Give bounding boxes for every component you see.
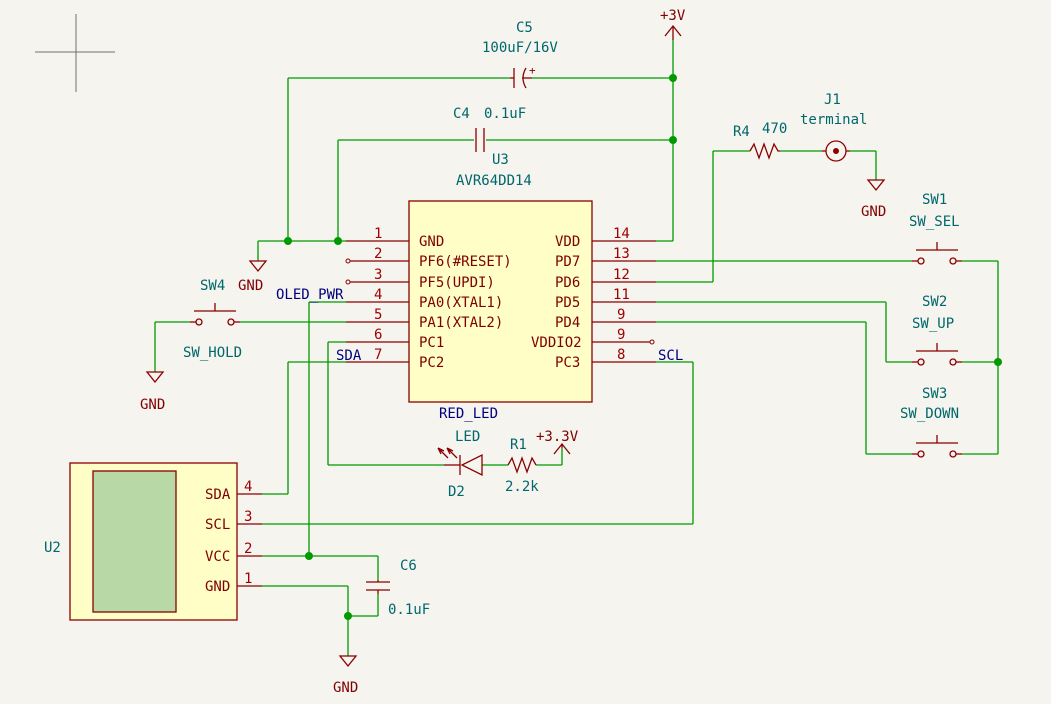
svg-text:470: 470 bbox=[762, 121, 787, 137]
svg-text:PF6(#RESET): PF6(#RESET) bbox=[419, 254, 512, 270]
svg-text:SW_HOLD: SW_HOLD bbox=[183, 345, 242, 361]
svg-text:GND: GND bbox=[333, 680, 358, 696]
svg-text:3: 3 bbox=[244, 509, 252, 525]
svg-text:R4: R4 bbox=[733, 124, 750, 140]
svg-text:PA1(XTAL2): PA1(XTAL2) bbox=[419, 315, 503, 331]
svg-text:U2: U2 bbox=[44, 540, 61, 556]
svg-text:PF5(UPDI): PF5(UPDI) bbox=[419, 275, 495, 291]
terminal-j1[interactable]: J1 terminal bbox=[800, 92, 867, 162]
resistor-r1[interactable]: R1 2.2k bbox=[505, 437, 539, 495]
svg-text:SW_SEL: SW_SEL bbox=[909, 214, 960, 230]
switch-sw2[interactable]: SW2 SW_UP bbox=[912, 294, 962, 366]
svg-text:4: 4 bbox=[374, 287, 382, 303]
svg-text:8: 8 bbox=[617, 347, 625, 363]
svg-text:0.1uF: 0.1uF bbox=[388, 602, 430, 618]
svg-text:D2: D2 bbox=[448, 484, 465, 500]
svg-text:2.2k: 2.2k bbox=[505, 479, 539, 495]
net-label-scl: SCL bbox=[658, 348, 683, 364]
led-d2[interactable]: D2 LED bbox=[437, 429, 483, 500]
svg-text:SDA: SDA bbox=[205, 487, 231, 503]
switch-sw4[interactable]: SW4 SW_HOLD bbox=[183, 278, 242, 361]
svg-text:+3.3V: +3.3V bbox=[536, 429, 579, 445]
svg-text:14: 14 bbox=[613, 226, 630, 242]
svg-text:6: 6 bbox=[374, 327, 382, 343]
svg-text:VCC: VCC bbox=[205, 549, 230, 565]
gnd-symbol-u3[interactable]: GND bbox=[238, 260, 268, 294]
svg-text:PD7: PD7 bbox=[555, 254, 580, 270]
switch-sw3[interactable]: SW3 SW_DOWN bbox=[900, 386, 962, 458]
svg-text:SW2: SW2 bbox=[922, 294, 947, 310]
svg-text:AVR64DD14: AVR64DD14 bbox=[456, 173, 532, 189]
svg-text:PC1: PC1 bbox=[419, 335, 444, 351]
svg-text:5: 5 bbox=[374, 307, 382, 323]
svg-text:9: 9 bbox=[617, 307, 625, 323]
svg-text:+: + bbox=[529, 64, 536, 77]
svg-text:7: 7 bbox=[374, 347, 382, 363]
svg-text:3: 3 bbox=[374, 267, 382, 283]
gnd-symbol-u2[interactable]: GND bbox=[333, 655, 358, 696]
svg-text:SW3: SW3 bbox=[922, 386, 947, 402]
svg-text:1: 1 bbox=[244, 571, 252, 587]
svg-text:VDDIO2: VDDIO2 bbox=[531, 335, 582, 351]
capacitor-c6[interactable]: C6 0.1uF bbox=[366, 558, 430, 618]
svg-text:12: 12 bbox=[613, 267, 630, 283]
svg-text:R1: R1 bbox=[510, 437, 527, 453]
oled-display-u2[interactable]: U2 SDA 4 SCL 3 VCC 2 GND 1 bbox=[44, 462, 262, 621]
svg-text:C6: C6 bbox=[400, 558, 417, 574]
svg-text:LED: LED bbox=[455, 429, 480, 445]
net-label-red-led: RED_LED bbox=[439, 406, 498, 422]
svg-text:VDD: VDD bbox=[555, 234, 580, 250]
capacitor-c5[interactable]: + C5 100uF/16V bbox=[482, 20, 558, 89]
gnd-symbol-j1[interactable]: GND bbox=[861, 179, 886, 220]
svg-text:13: 13 bbox=[613, 246, 630, 262]
svg-text:PD4: PD4 bbox=[555, 315, 580, 331]
net-label-sda: SDA bbox=[336, 348, 362, 364]
svg-text:100uF/16V: 100uF/16V bbox=[482, 40, 558, 56]
power-3v3-symbol[interactable]: +3.3V bbox=[536, 429, 579, 455]
svg-text:PD5: PD5 bbox=[555, 295, 580, 311]
svg-text:0.1uF: 0.1uF bbox=[484, 106, 526, 122]
svg-text:2: 2 bbox=[374, 246, 382, 262]
svg-text:terminal: terminal bbox=[800, 112, 867, 128]
resistor-r4[interactable]: R4 470 bbox=[733, 121, 787, 160]
origin-cross-marker bbox=[35, 14, 115, 92]
gnd-symbol-sw4[interactable]: GND bbox=[140, 371, 165, 413]
wires bbox=[154, 40, 999, 656]
svg-text:SW_DOWN: SW_DOWN bbox=[900, 406, 959, 422]
svg-text:+3V: +3V bbox=[660, 8, 686, 24]
svg-text:1: 1 bbox=[374, 226, 382, 242]
net-label-oled-pwr: OLED_PWR bbox=[276, 287, 344, 303]
switch-sw1[interactable]: SW1 SW_SEL bbox=[909, 192, 962, 265]
svg-text:11: 11 bbox=[613, 287, 630, 303]
svg-text:SW1: SW1 bbox=[922, 192, 947, 208]
svg-text:SCL: SCL bbox=[205, 517, 230, 533]
svg-text:GND: GND bbox=[140, 397, 165, 413]
svg-text:9: 9 bbox=[617, 327, 625, 343]
svg-text:4: 4 bbox=[244, 479, 252, 495]
svg-text:U3: U3 bbox=[492, 152, 509, 168]
svg-text:PC3: PC3 bbox=[555, 355, 580, 371]
capacitor-c4[interactable]: C4 0.1uF bbox=[453, 106, 526, 152]
power-3v-symbol[interactable]: +3V bbox=[660, 8, 686, 40]
svg-text:GND: GND bbox=[419, 234, 444, 250]
svg-text:2: 2 bbox=[244, 541, 252, 557]
svg-text:C4: C4 bbox=[453, 106, 470, 122]
svg-text:PD6: PD6 bbox=[555, 275, 580, 291]
svg-text:GND: GND bbox=[238, 278, 263, 294]
svg-text:J1: J1 bbox=[824, 92, 841, 108]
svg-text:SW_UP: SW_UP bbox=[912, 316, 954, 332]
svg-text:GND: GND bbox=[861, 204, 886, 220]
svg-text:GND: GND bbox=[205, 579, 230, 595]
svg-text:PC2: PC2 bbox=[419, 355, 444, 371]
mcu-u3[interactable]: U3 AVR64DD14 1 GND 2 PF6(# bbox=[345, 152, 656, 403]
svg-text:SW4: SW4 bbox=[200, 278, 225, 294]
junction-dots bbox=[284, 74, 1002, 620]
svg-text:C5: C5 bbox=[516, 20, 533, 36]
svg-text:PA0(XTAL1): PA0(XTAL1) bbox=[419, 295, 503, 311]
